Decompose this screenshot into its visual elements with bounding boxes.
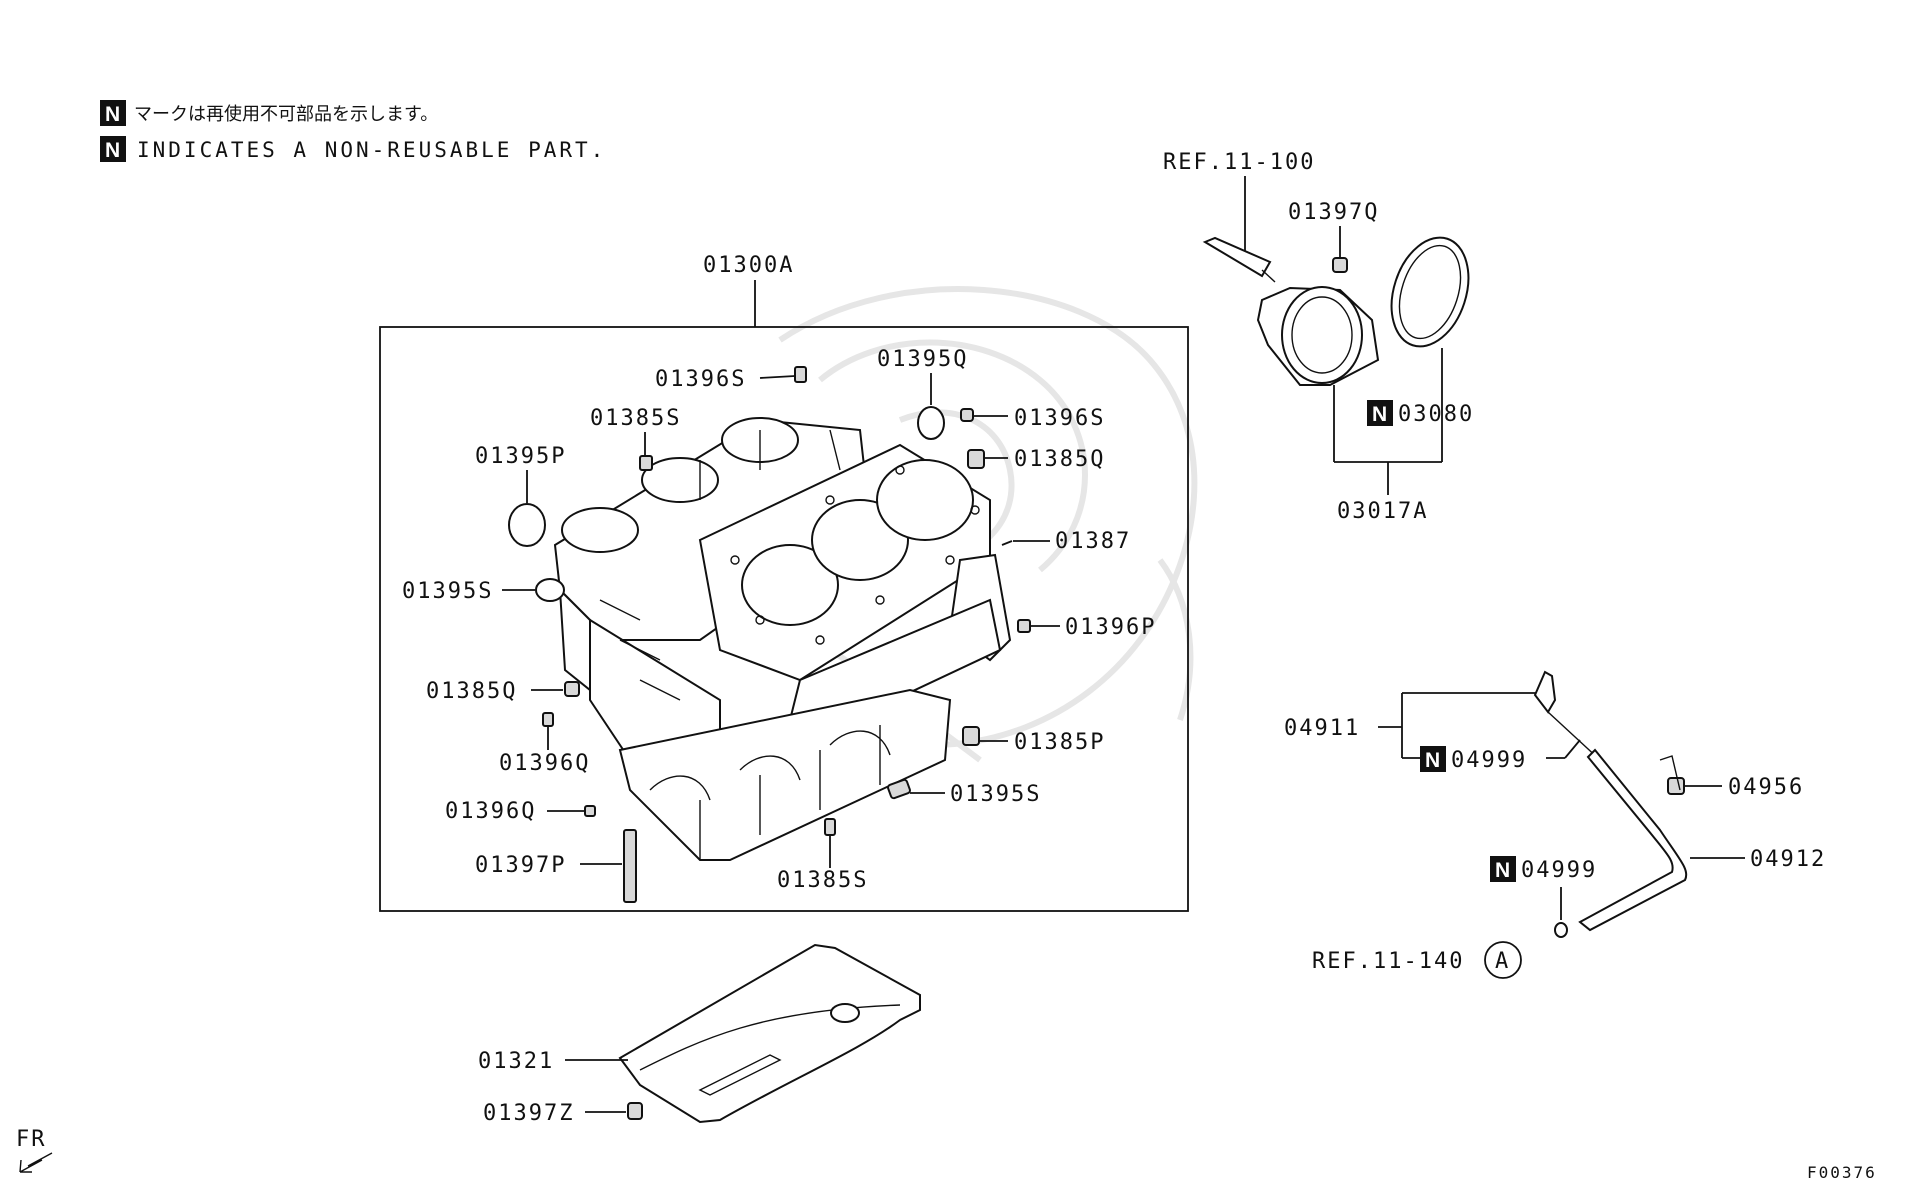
- label-01396S-right: 01396S: [1014, 406, 1105, 431]
- badge-03080: N: [1372, 403, 1387, 426]
- label-03080: 03080: [1398, 402, 1474, 427]
- bolt-part: [967, 449, 985, 469]
- label-01395S-bottom: 01395S: [950, 782, 1041, 807]
- label-01395Q: 01395Q: [877, 347, 968, 372]
- label-01300A: 01300A: [703, 253, 794, 278]
- label-01385Q-right: 01385Q: [1014, 447, 1105, 472]
- guide-tube-part: [1578, 748, 1688, 932]
- label-ref-11-100: REF.11-100: [1163, 150, 1315, 175]
- sealant-tube-icon: [1202, 236, 1272, 278]
- plug-part: [794, 366, 807, 383]
- label-01385Q-left: 01385Q: [426, 679, 517, 704]
- main-bolt-part: [623, 829, 637, 903]
- ref-circle-icon: [1484, 941, 1522, 979]
- label-01395P: 01395P: [475, 444, 566, 469]
- badge-04999-upper: N: [1425, 749, 1440, 772]
- cylinder-block-illustration: [553, 417, 1012, 861]
- label-01395S-left: 01395S: [402, 579, 493, 604]
- plug-part: [542, 712, 554, 727]
- n-badge-icon: [1367, 400, 1393, 426]
- label-01396Q-lower: 01396Q: [445, 799, 536, 824]
- ref-circle-letter: A: [1495, 949, 1510, 974]
- bolt-part: [639, 455, 653, 471]
- bolt-part: [824, 818, 836, 836]
- baffle-plate-part: [618, 943, 921, 1124]
- label-04956: 04956: [1728, 775, 1804, 800]
- clamp-bolt-part: [1667, 777, 1685, 795]
- dipstick-handle-icon: [1533, 670, 1557, 714]
- label-fr: FR: [16, 1127, 47, 1152]
- o-ring-part: [1554, 922, 1568, 938]
- oil-seal-ring-part: [1390, 236, 1470, 348]
- front-arrow-icon: [19, 1152, 53, 1173]
- rear-oil-seal-group: REF.11-100 01397Q N 03080 03017A: [1163, 150, 1474, 524]
- front-direction-mark: FR: [16, 1127, 53, 1173]
- cylinder-block-group: 01300A: [379, 253, 1189, 912]
- label-03017A: 03017A: [1337, 499, 1428, 524]
- dowel-pin-part: [1001, 540, 1013, 546]
- plug-part: [1017, 619, 1031, 633]
- bolt-part: [627, 1102, 643, 1120]
- plug-part: [535, 578, 565, 602]
- n-badge-icon: [1420, 746, 1446, 772]
- label-01385P: 01385P: [1014, 730, 1105, 755]
- bolt-part: [1332, 257, 1348, 273]
- plug-part: [917, 406, 945, 440]
- figure-code: F00376: [1807, 1163, 1877, 1182]
- badge-04999-lower: N: [1495, 859, 1510, 882]
- label-01396P: 01396P: [1065, 615, 1156, 640]
- n-badge-icon: [100, 136, 126, 162]
- bolt-part: [962, 726, 980, 746]
- label-01396Q-left: 01396Q: [499, 751, 590, 776]
- label-01321: 01321: [478, 1049, 554, 1074]
- label-01385S-left: 01385S: [590, 406, 681, 431]
- plug-part: [508, 503, 546, 547]
- plug-part: [960, 408, 974, 422]
- plug-part: [887, 778, 911, 800]
- n-badge-icon: [100, 100, 126, 126]
- label-01397Z: 01397Z: [483, 1101, 574, 1126]
- plug-part: [584, 805, 596, 817]
- label-01387: 01387: [1055, 529, 1131, 554]
- label-01397Q: 01397Q: [1288, 200, 1379, 225]
- note-japanese: マークは再使用不可部品を示します。: [134, 104, 438, 125]
- label-04999-upper: 04999: [1451, 748, 1527, 773]
- label-04911: 04911: [1284, 716, 1360, 741]
- note-badge-jp: N: [105, 103, 120, 126]
- label-04912: 04912: [1750, 847, 1826, 872]
- note-english: INDICATES A NON-REUSABLE PART.: [137, 138, 606, 162]
- label-04999-lower: 04999: [1521, 858, 1597, 883]
- non-reusable-note: N マークは再使用不可部品を示します。 N INDICATES A NON-RE…: [100, 100, 606, 162]
- bolt-part: [564, 681, 580, 697]
- note-badge-en: N: [105, 139, 120, 162]
- label-01397P: 01397P: [475, 853, 566, 878]
- label-ref-11-140: REF.11-140: [1312, 949, 1464, 974]
- label-01385S-bottom: 01385S: [777, 868, 868, 893]
- label-01396S-top: 01396S: [655, 367, 746, 392]
- n-badge-icon: [1490, 856, 1516, 882]
- oil-level-gauge-group: 04911 N 04999 04956 04912 N 04999 REF.11…: [1284, 670, 1826, 979]
- block-assembly-frame: [379, 326, 1189, 912]
- baffle-plate-group: 01321 01397Z: [478, 943, 921, 1126]
